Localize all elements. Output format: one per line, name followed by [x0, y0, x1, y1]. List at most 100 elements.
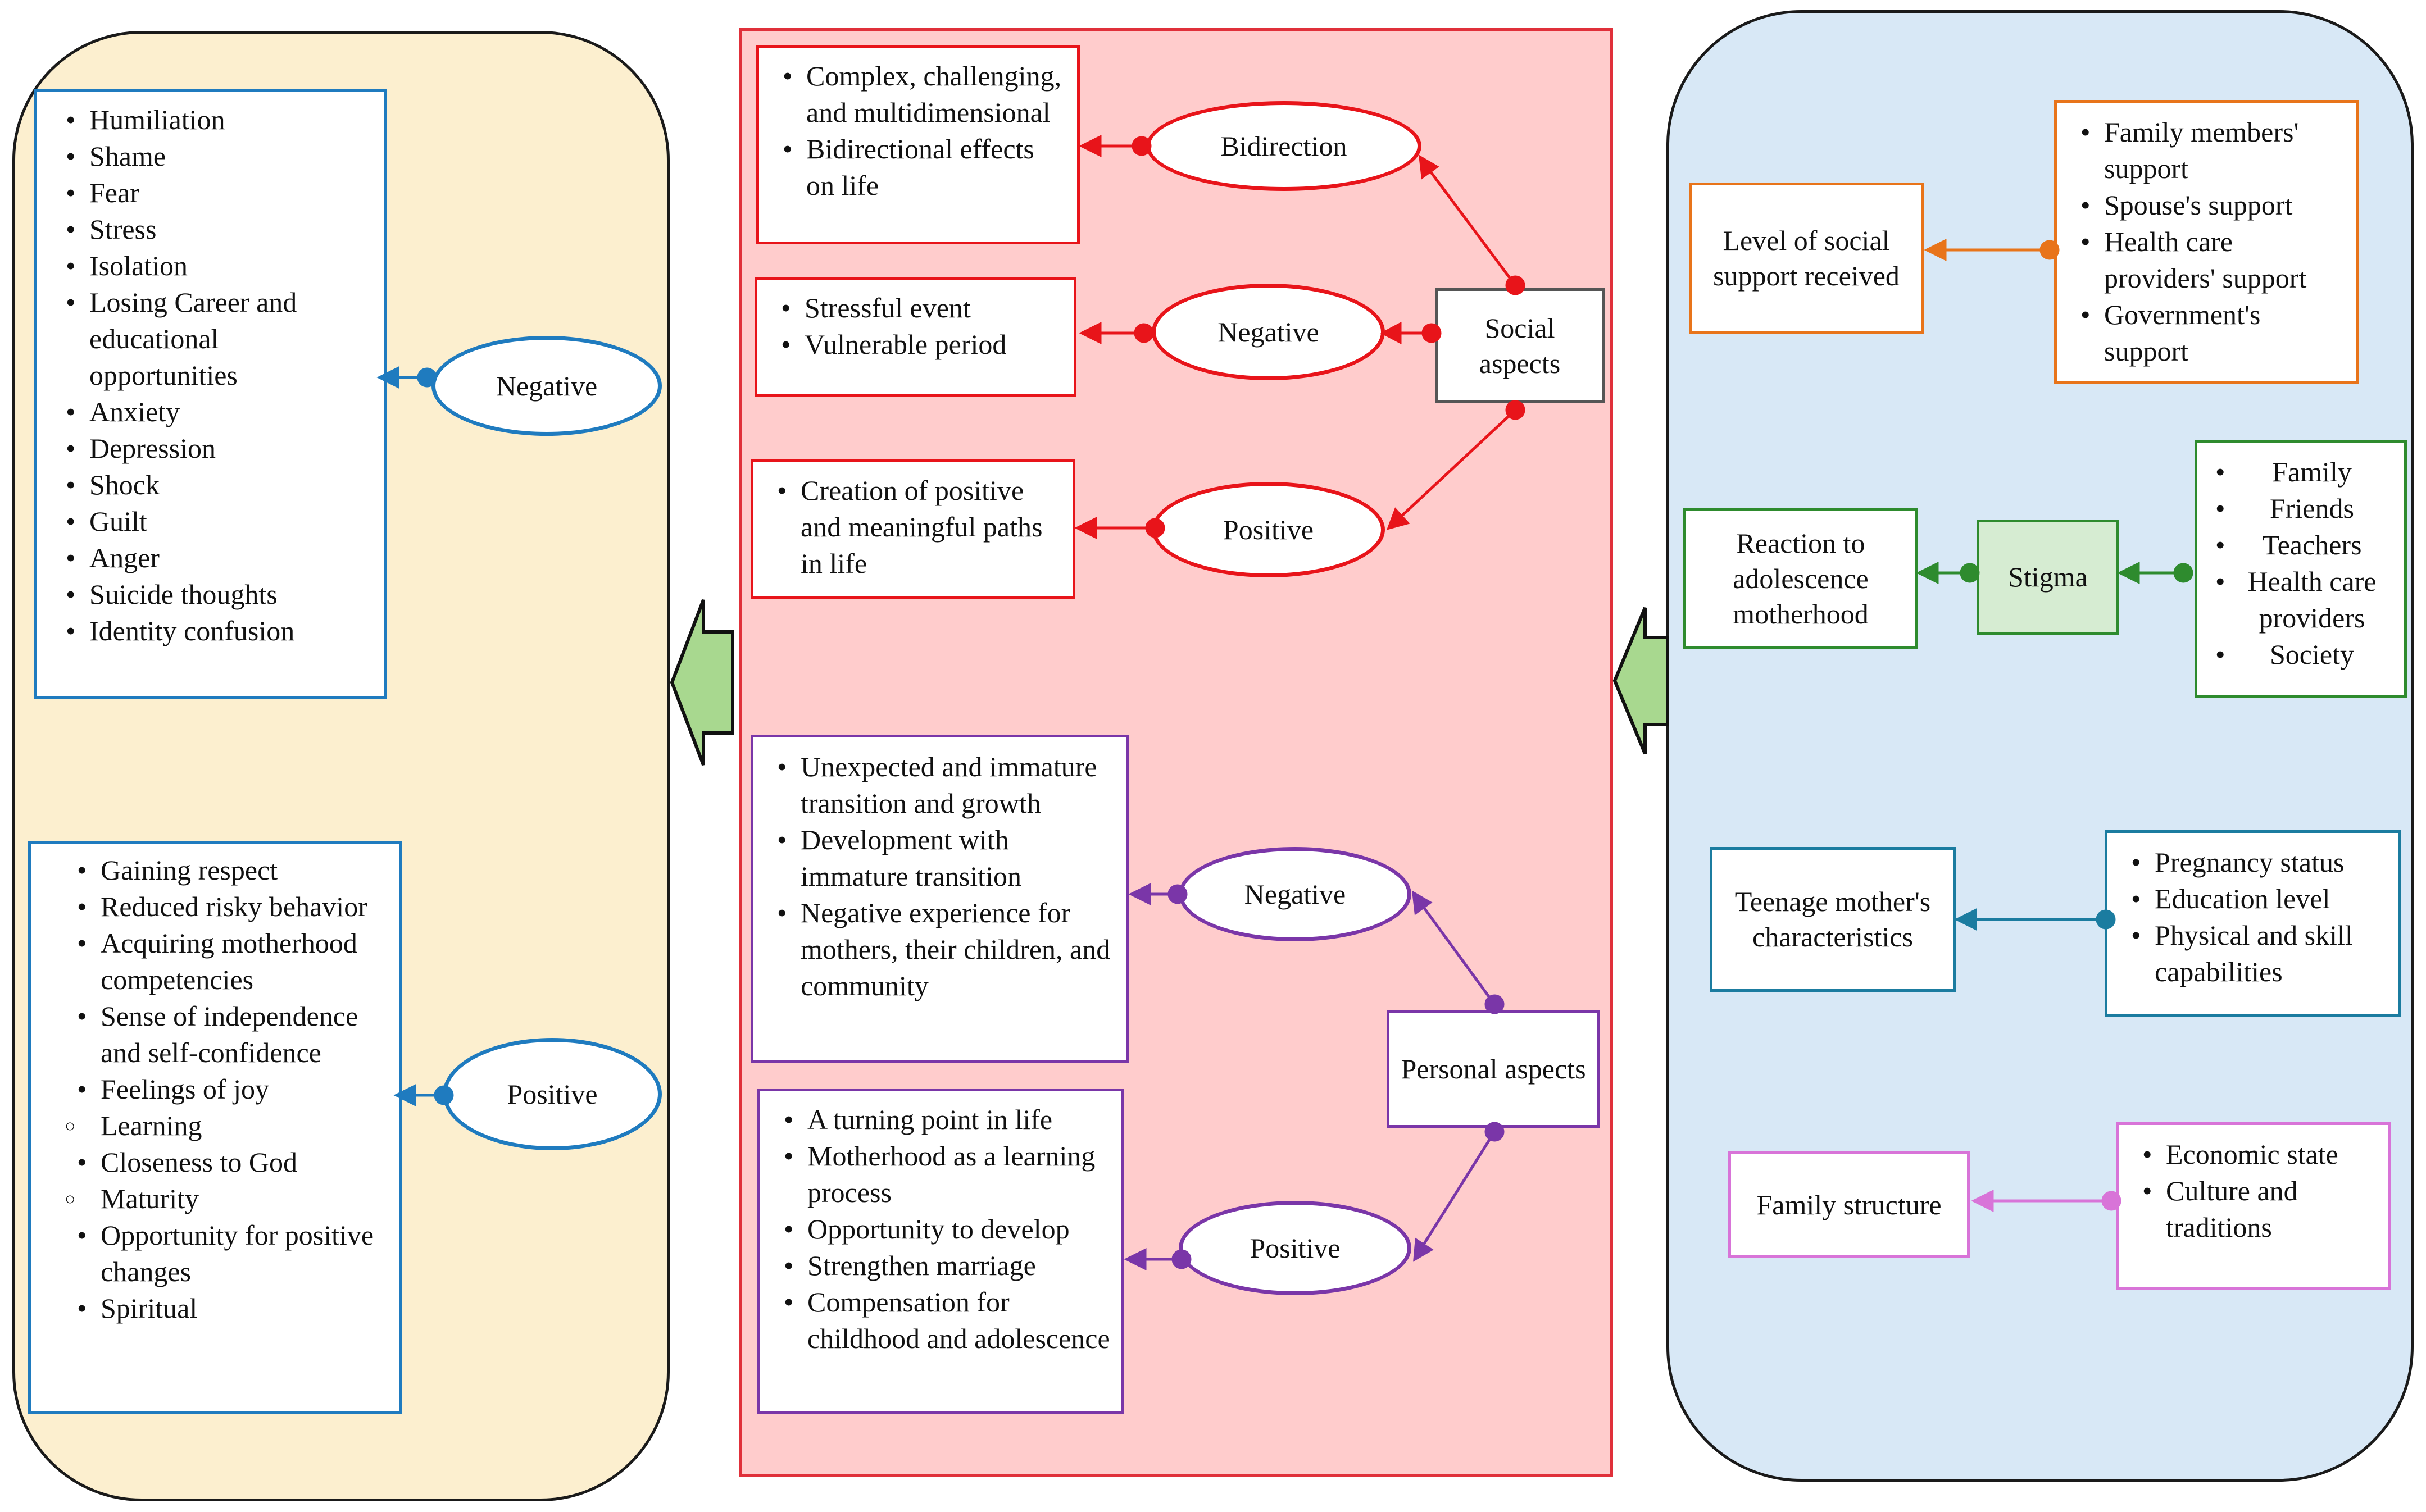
block-arrow-middle-to-left: [670, 599, 734, 766]
personal-aspects-label: Personal aspects: [1401, 1053, 1586, 1085]
list-item: Opportunity to develop: [771, 1211, 1112, 1247]
list-item: Closeness to God: [65, 1144, 388, 1181]
personal-negative-label: Negative: [1244, 878, 1346, 910]
left-positive-connector: [393, 1083, 454, 1107]
support-list-box: Family members' supportSpouse's supportH…: [2054, 100, 2359, 384]
personal-positive-list-box: A turning point in lifeMotherhood as a l…: [757, 1089, 1124, 1414]
left-negative-list-box: HumiliationShameFearStressIsolationLosin…: [34, 89, 387, 699]
list-item: Stress: [53, 211, 372, 248]
list-item: Motherhood as a learning process: [771, 1138, 1112, 1211]
list-item: Friends: [2203, 490, 2398, 527]
list-item: Culture and traditions: [2130, 1173, 2383, 1246]
support-connector: [1924, 238, 2060, 262]
social-negative-oval: Negative: [1152, 284, 1385, 380]
reaction-box: Reaction to adolescence motherhood: [1683, 508, 1918, 649]
family-factors-box: Economic stateCulture and traditions: [2116, 1122, 2391, 1290]
list-item: Identity confusion: [53, 613, 372, 649]
left-negative-list: HumiliationShameFearStressIsolationLosin…: [53, 102, 372, 649]
list-item: Unexpected and immature transition and g…: [765, 749, 1117, 822]
family-structure-label: Family structure: [1756, 1188, 1942, 1220]
personal-connectors: [1124, 882, 1505, 1271]
personal-positive-oval: Positive: [1179, 1201, 1411, 1295]
list-item: Family: [2203, 454, 2398, 490]
list-item: Stressful event: [769, 290, 1065, 326]
list-item: Maturity: [65, 1181, 388, 1217]
list-item: Acquiring motherhood competencies: [65, 925, 388, 998]
social-negative-label: Negative: [1217, 316, 1319, 348]
list-item: Spiritual: [65, 1290, 388, 1327]
list-item: Creation of positive and meaningful path…: [765, 472, 1064, 582]
list-item: Depression: [53, 430, 372, 467]
support-list: Family members' supportSpouse's supportH…: [2068, 114, 2348, 370]
list-item: Spouse's support: [2068, 187, 2348, 224]
social-aspects-box: Social aspects: [1435, 288, 1605, 403]
list-item: Gaining respect: [65, 852, 388, 889]
personal-positive-label: Positive: [1250, 1232, 1341, 1264]
family-factors-list: Economic stateCulture and traditions: [2130, 1136, 2383, 1246]
list-item: Economic state: [2130, 1136, 2383, 1173]
stigma-label: Stigma: [2008, 561, 2088, 593]
stigma-sources-list: FamilyFriendsTeachersHealth care provide…: [2203, 454, 2398, 673]
social-support-box: Level of social support received: [1689, 183, 1924, 334]
list-item: Pregnancy status: [2119, 844, 2393, 881]
list-item: Isolation: [53, 248, 372, 284]
list-item: Opportunity for positive changes: [65, 1217, 388, 1290]
bidirection-label: Bidirection: [1220, 130, 1347, 162]
personal-negative-list: Unexpected and immature transition and g…: [765, 749, 1117, 1004]
social-aspects-label: Social aspects: [1479, 312, 1561, 379]
teen-characteristics-list: Pregnancy statusEducation levelPhysical …: [2119, 844, 2393, 990]
teen-characteristics-label: Teenage mother's characteristics: [1734, 886, 1931, 953]
list-item: Vulnerable period: [769, 326, 1065, 363]
stigma-sources-box: FamilyFriendsTeachersHealth care provide…: [2195, 440, 2407, 698]
list-item: Sense of independence and self-confidenc…: [65, 998, 388, 1071]
list-item: Education level: [2119, 881, 2393, 917]
list-item: Health care providers: [2203, 563, 2398, 636]
list-item: Negative experience for mothers, their c…: [765, 895, 1117, 1004]
family-connector: [1971, 1189, 2121, 1213]
list-item: Teachers: [2203, 527, 2398, 563]
teen-connector: [1954, 908, 2116, 931]
list-item: Shock: [53, 467, 372, 503]
bidirection-list-box: Complex, challenging, and multidimension…: [756, 45, 1080, 244]
list-item: Feelings of joy: [65, 1071, 388, 1108]
left-negative-oval: Negative: [431, 336, 662, 436]
left-positive-label: Positive: [507, 1078, 598, 1110]
stigma-box: Stigma: [1977, 520, 2119, 635]
left-positive-list-box: Gaining respectReduced risky behaviorAcq…: [28, 841, 402, 1414]
list-item: Family members' support: [2068, 114, 2348, 187]
personal-negative-list-box: Unexpected and immature transition and g…: [751, 735, 1129, 1063]
list-item: Compensation for childhood and adolescen…: [771, 1284, 1112, 1357]
list-item: Society: [2203, 636, 2398, 673]
list-item: Losing Career and educational opportunit…: [53, 284, 372, 394]
social-connectors: [1074, 134, 1525, 540]
list-item: Suicide thoughts: [53, 576, 372, 613]
list-item: Shame: [53, 138, 372, 175]
personal-positive-list: A turning point in lifeMotherhood as a l…: [771, 1101, 1112, 1357]
list-item: Humiliation: [53, 102, 372, 138]
list-item: Bidirectional effects on life: [770, 131, 1068, 204]
list-item: Physical and skill capabilities: [2119, 917, 2393, 990]
bidirection-oval: Bidirection: [1146, 101, 1421, 191]
list-item: Development with immature transition: [765, 822, 1117, 895]
left-positive-oval: Positive: [443, 1038, 662, 1150]
list-item: Learning: [65, 1108, 388, 1144]
bidirection-list: Complex, challenging, and multidimension…: [770, 58, 1068, 204]
left-negative-label: Negative: [496, 370, 598, 402]
list-item: Anxiety: [53, 394, 372, 430]
list-item: Reduced risky behavior: [65, 889, 388, 925]
list-item: A turning point in life: [771, 1101, 1112, 1138]
social-support-label: Level of social support received: [1713, 225, 1900, 292]
list-item: Anger: [53, 540, 372, 576]
left-positive-list: Gaining respectReduced risky behaviorAcq…: [65, 852, 388, 1327]
social-positive-oval: Positive: [1152, 482, 1385, 577]
left-negative-connector: [376, 366, 437, 389]
list-item: Health care providers' support: [2068, 224, 2348, 297]
list-item: Complex, challenging, and multidimension…: [770, 58, 1068, 131]
list-item: Guilt: [53, 503, 372, 540]
teen-characteristics-list-box: Pregnancy statusEducation levelPhysical …: [2105, 830, 2401, 1017]
social-positive-list-box: Creation of positive and meaningful path…: [751, 459, 1075, 599]
social-negative-list: Stressful eventVulnerable period: [769, 290, 1065, 363]
list-item: Strengthen marriage: [771, 1247, 1112, 1284]
